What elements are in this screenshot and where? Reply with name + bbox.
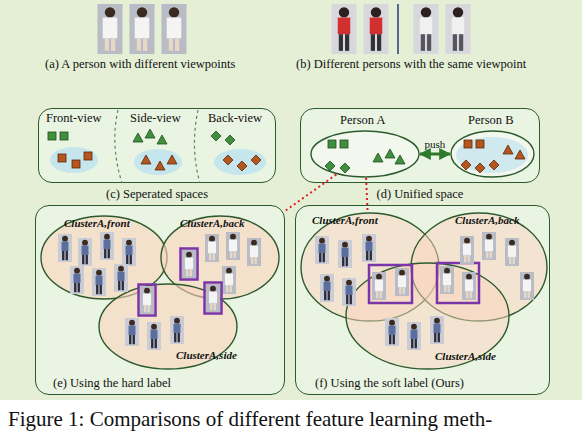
node-text: ClusterA,back <box>180 217 244 229</box>
cluster-ellipse: ClusterA,side <box>98 283 238 370</box>
person-photo <box>364 4 389 54</box>
ellipse-shape <box>346 263 509 369</box>
panel-box: Front-view Side-view Back-view (c) Seperate… <box>38 108 276 202</box>
node-text: ClusterA,side <box>435 350 496 362</box>
node-text: ClusterA,front <box>312 214 378 226</box>
node-text: Side-view <box>130 112 181 126</box>
node-text: Front-view <box>46 112 102 126</box>
ellipse-shape <box>451 131 534 177</box>
panel-caption: (c) Seperated spaces <box>38 188 276 202</box>
panel-caption: (d) Unified space <box>300 188 540 202</box>
subfigure-caption: (a) A person with different viewpoints <box>45 58 235 72</box>
panel-box: (e) Using the hard labelClusterA,frontCl… <box>35 205 285 395</box>
separator-line <box>397 4 399 54</box>
person-photo <box>98 4 123 54</box>
person-photo <box>130 4 155 54</box>
cluster-ellipse: ClusterA,side <box>345 262 510 370</box>
node-text: Person B <box>468 114 514 128</box>
person-ellipse: Person A <box>310 130 420 178</box>
figure-caption: Figure 1: Comparisons of different featu… <box>8 408 492 431</box>
ellipse-outline <box>450 130 535 178</box>
panel-box: (f) Using the soft label (Ours) ClusterA,… <box>295 205 550 395</box>
person-photo <box>162 4 187 54</box>
ellipse-outline <box>310 130 420 178</box>
node-text: Back-view <box>208 112 262 126</box>
person-ellipse: Person B <box>450 130 535 178</box>
node-text: ClusterA,side <box>176 349 237 361</box>
panel-caption: (e) Using the hard label <box>53 377 171 391</box>
person-photo <box>332 4 357 54</box>
person-photo <box>414 4 439 54</box>
person-photo <box>446 4 471 54</box>
connector-label: push <box>425 138 446 150</box>
ellipse-shape <box>99 284 237 369</box>
node-text: Person A <box>340 114 386 128</box>
panel-caption: (f) Using the soft label (Ours) <box>315 377 464 391</box>
subfigure-caption: (b) Different persons with the same view… <box>296 58 526 72</box>
node-text: ClusterA,back <box>455 214 519 226</box>
panel-box: (d) Unified space Person A Person B <box>300 108 540 202</box>
ellipse-shape <box>311 131 419 177</box>
node-text: ClusterA,front <box>64 217 130 229</box>
